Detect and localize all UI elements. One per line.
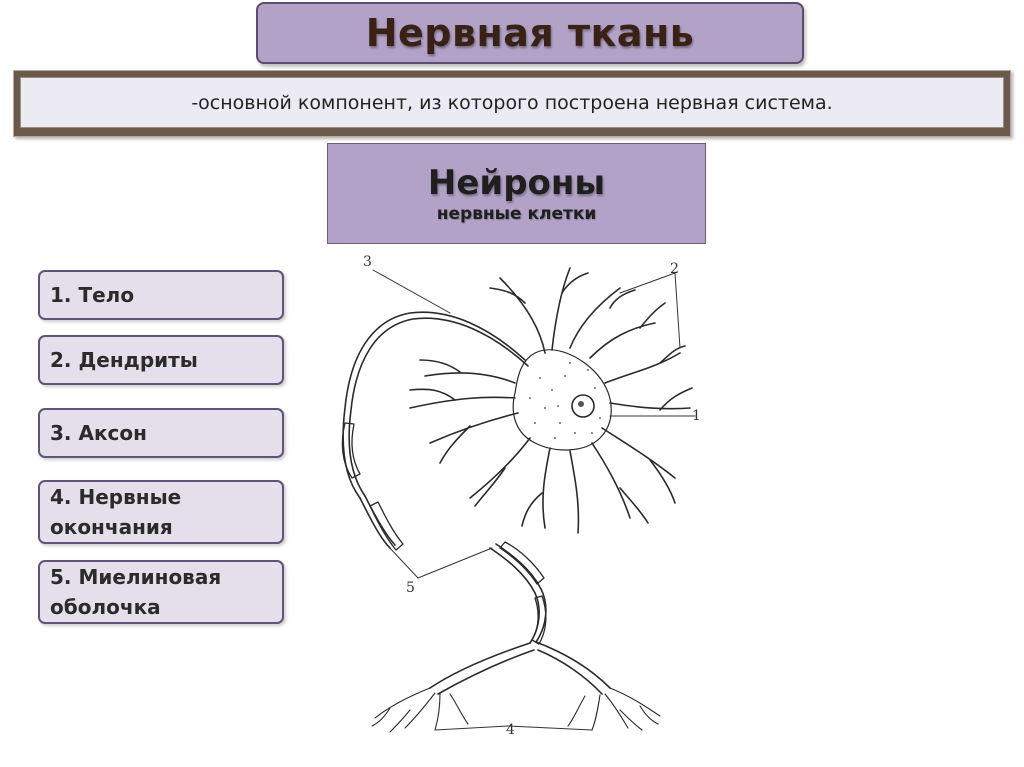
slide-title: Нервная ткань xyxy=(365,11,695,55)
neurons-heading-box: Нейроны нервные клетки xyxy=(327,143,706,244)
diagram-number: 3 xyxy=(363,254,372,270)
cell-body xyxy=(512,349,612,451)
nucleus xyxy=(571,394,595,418)
part-label-text: 5. Миелиновая оболочка xyxy=(50,565,222,619)
neuron-diagram: 3 2 1 5 4 xyxy=(341,254,701,738)
nerve-endings xyxy=(371,687,661,733)
diagram-number: 2 xyxy=(670,261,679,277)
definition-panel: -основной компонент, из которого построе… xyxy=(20,77,1004,128)
part-label-nerve-endings: 4. Нервные окончания xyxy=(38,480,284,544)
diagram-number: 4 xyxy=(506,722,515,738)
neurons-subtitle: нервные клетки xyxy=(436,203,597,224)
part-label-dendrites: 2. Дендриты xyxy=(38,335,284,385)
title-banner: Нервная ткань xyxy=(256,2,804,64)
part-label-body: 1. Тело xyxy=(38,270,284,320)
part-label-myelin-sheath: 5. Миелиновая оболочка xyxy=(38,560,284,624)
diagram-number: 5 xyxy=(406,580,415,596)
leader-lines xyxy=(372,269,696,731)
part-label-text: 3. Аксон xyxy=(50,421,147,445)
myelin-segment xyxy=(499,541,545,585)
myelin-segment xyxy=(341,422,361,479)
diagram-number: 1 xyxy=(692,408,701,424)
axon xyxy=(341,311,611,695)
neurons-title: Нейроны xyxy=(427,162,606,203)
part-label-text: 1. Тело xyxy=(50,283,135,307)
definition-frame: -основной компонент, из которого построе… xyxy=(13,70,1011,137)
part-label-text: 2. Дендриты xyxy=(50,348,198,372)
part-label-axon: 3. Аксон xyxy=(38,408,284,458)
part-label-text: 4. Нервные окончания xyxy=(50,485,182,539)
myelin-segment xyxy=(369,501,404,551)
definition-text: -основной компонент, из которого построе… xyxy=(191,91,833,114)
dendrites xyxy=(409,267,693,534)
